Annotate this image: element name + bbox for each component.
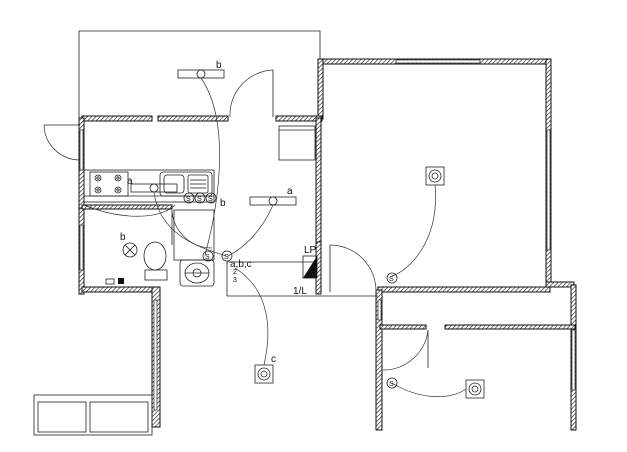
windows [79, 59, 576, 411]
fluorescent-light-icon [130, 183, 178, 193]
ceiling-light-icon [425, 166, 445, 186]
circuit-label-b: b [120, 232, 126, 243]
circuit-label-b: b [216, 60, 222, 71]
switch-icon[interactable]: S [183, 192, 195, 204]
switch-icon[interactable]: S [386, 272, 398, 284]
circuit-label-a: a [127, 176, 133, 187]
circuit-label-c: c [271, 354, 276, 365]
circuit-label-abc: a,b,c [230, 259, 252, 270]
switch-label: S [389, 276, 394, 283]
switch-label: S [197, 196, 202, 203]
circuit-label-a: a [287, 186, 293, 197]
breaker-number: 3 [233, 277, 237, 284]
switch-label: S [389, 381, 394, 388]
fluorescent-light-icon [249, 196, 297, 206]
doors [43, 69, 429, 371]
breaker-label: 1/L [293, 286, 307, 297]
switch-icon[interactable]: S [221, 250, 233, 262]
switch-icon[interactable]: S [194, 192, 206, 204]
switch-label: S [205, 254, 210, 261]
toilet-icon [143, 241, 168, 281]
switch-label: S [224, 254, 229, 261]
wiring [83, 77, 467, 397]
switch-label: S [186, 196, 191, 203]
circuit-label-b: b [220, 198, 226, 209]
breaker-number: 2 [233, 269, 237, 276]
fridge [278, 125, 316, 161]
switch-icon[interactable]: S [205, 192, 217, 204]
fluorescent-light-icon [177, 69, 225, 79]
switch-icon[interactable]: S [386, 377, 398, 389]
floor-drain-icon [105, 278, 124, 285]
panel-icon [302, 255, 318, 279]
ceiling-light-icon [254, 364, 274, 384]
top-room-outline [78, 30, 321, 118]
bathroom-box [173, 209, 215, 261]
panel-label: LP [304, 245, 317, 256]
lower-left-furniture [33, 394, 153, 436]
ceiling-light-icon [465, 379, 485, 399]
stove-icon [89, 171, 129, 197]
walls [78, 58, 577, 431]
switch-icon[interactable]: S [202, 250, 214, 262]
wall-light-icon [122, 242, 138, 258]
corridor-lines [226, 261, 378, 297]
washbasin-icon [179, 259, 215, 287]
switch-label: S [208, 196, 213, 203]
